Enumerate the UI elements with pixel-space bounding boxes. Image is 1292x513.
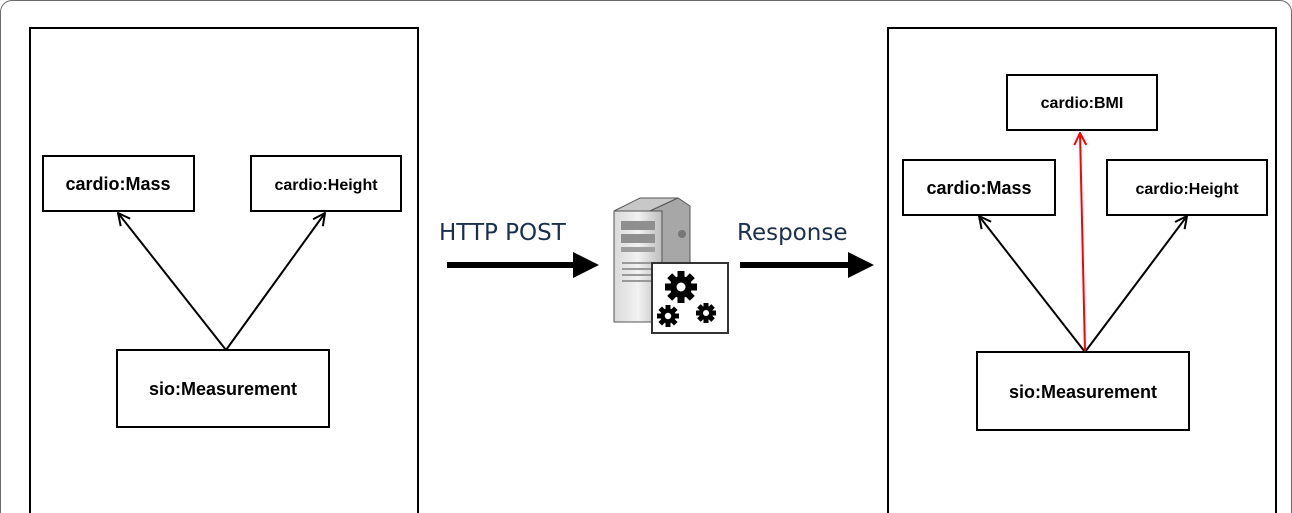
right-panel: cardio:BMI cardio:Mass cardio:Height sio… xyxy=(887,27,1277,513)
left-node-mass-label: cardio:Mass xyxy=(65,174,170,194)
right-node-mass: cardio:Mass xyxy=(902,159,1056,216)
right-edge-measurement-to-bmi xyxy=(1080,133,1085,353)
left-node-height: cardio:Height xyxy=(250,155,402,212)
left-edge-measurement-to-height xyxy=(225,213,325,351)
right-node-height: cardio:Height xyxy=(1106,159,1268,216)
request-flow: HTTP POST xyxy=(439,220,599,278)
right-node-mass-label: cardio:Mass xyxy=(926,178,1031,198)
left-panel-border xyxy=(29,27,419,513)
right-node-bmi-label: cardio:BMI xyxy=(1041,95,1124,112)
left-node-height-label: cardio:Height xyxy=(274,177,378,194)
right-edge-measurement-to-mass xyxy=(979,216,1086,353)
right-node-measurement-label: sio:Measurement xyxy=(1009,382,1157,402)
request-label: HTTP POST xyxy=(439,220,567,246)
left-panel: cardio:Mass cardio:Height sio:Measuremen… xyxy=(29,27,419,513)
left-edge-measurement-to-mass xyxy=(118,213,227,351)
right-node-measurement: sio:Measurement xyxy=(976,351,1190,431)
response-arrow xyxy=(740,252,874,278)
left-node-measurement-label: sio:Measurement xyxy=(149,379,297,399)
right-node-bmi: cardio:BMI xyxy=(1006,74,1158,131)
right-edge-measurement-to-height xyxy=(1084,216,1187,353)
left-node-measurement: sio:Measurement xyxy=(116,349,330,428)
request-arrow xyxy=(447,252,599,278)
left-node-mass: cardio:Mass xyxy=(42,155,195,212)
response-label: Response xyxy=(737,220,847,246)
right-node-height-label: cardio:Height xyxy=(1135,181,1239,198)
server-with-gears-icon xyxy=(613,197,729,334)
response-flow: Response xyxy=(737,220,874,278)
